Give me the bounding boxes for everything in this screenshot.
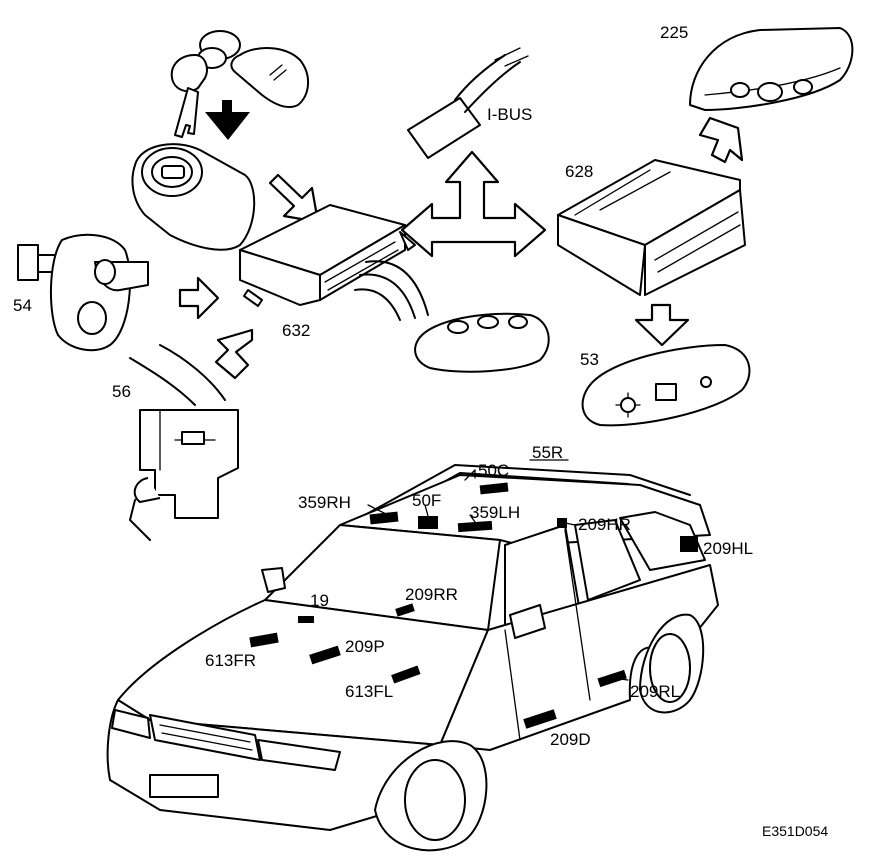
sensor-pad bbox=[309, 645, 341, 665]
sensor-pad bbox=[479, 482, 509, 495]
sensor-pad bbox=[249, 632, 279, 648]
remote-key-label: 53 bbox=[580, 350, 599, 369]
sensor-pad bbox=[457, 520, 493, 533]
sensor-pad bbox=[369, 511, 399, 525]
central-module-label: 628 bbox=[565, 162, 593, 181]
sensor-pad bbox=[523, 709, 557, 729]
leader-lines bbox=[367, 459, 629, 681]
key-fob-illustration bbox=[170, 30, 309, 138]
control-module-illustration bbox=[239, 204, 416, 307]
hood-switch-illustration bbox=[129, 344, 239, 541]
sensor-label: 209D bbox=[550, 730, 591, 749]
sensor-label: 19 bbox=[310, 591, 329, 610]
figure-code: E351D054 bbox=[762, 823, 828, 839]
central-module-illustration bbox=[557, 159, 746, 296]
sensor-label: 613FL bbox=[345, 682, 393, 701]
sensor-label: 209HL bbox=[703, 539, 753, 558]
ignition-lock-illustration bbox=[131, 143, 256, 251]
insert-arrow-icon bbox=[205, 100, 250, 140]
output-arrow-icon bbox=[634, 303, 690, 347]
sensor-pad bbox=[391, 665, 421, 684]
sensor-pad bbox=[418, 516, 438, 529]
control-module-label: 632 bbox=[282, 321, 310, 340]
sensor-pad bbox=[395, 603, 415, 617]
hood-switch-label: 56 bbox=[112, 382, 131, 401]
sensor-pad bbox=[680, 536, 698, 552]
sensor-label: 209RR bbox=[405, 585, 458, 604]
sensor-label: 50F bbox=[412, 491, 441, 510]
input-arrow-icon bbox=[178, 276, 220, 320]
interior-unit-label: 225 bbox=[660, 23, 688, 42]
input-arrow-icon bbox=[214, 328, 254, 380]
sensor-label: 209HR bbox=[578, 515, 631, 534]
sensor-pad bbox=[298, 616, 314, 623]
output-arrow-icon bbox=[698, 116, 744, 164]
sensor-label: 209RL bbox=[630, 682, 680, 701]
sensor-label: 50C bbox=[478, 461, 509, 480]
remote-key-illustration bbox=[581, 344, 751, 427]
bus-arrows-icon bbox=[400, 150, 547, 258]
sensor-label: 359RH bbox=[298, 493, 351, 512]
bus-label: I-BUS bbox=[487, 105, 532, 124]
interior-unit-illustration bbox=[689, 27, 854, 111]
sensor-label: 55R bbox=[532, 443, 563, 462]
bus-cable-illustration bbox=[407, 47, 529, 159]
sensor-label: 613FR bbox=[205, 651, 256, 670]
car-illustration bbox=[106, 464, 719, 852]
remote-fob-illustration bbox=[414, 312, 550, 373]
door-switch-illustration bbox=[17, 233, 149, 352]
sensor-label: 359LH bbox=[470, 503, 520, 522]
sensor-label: 209P bbox=[345, 637, 385, 656]
door-switch-label: 54 bbox=[13, 296, 32, 315]
wireless-signal-icon bbox=[354, 260, 429, 321]
